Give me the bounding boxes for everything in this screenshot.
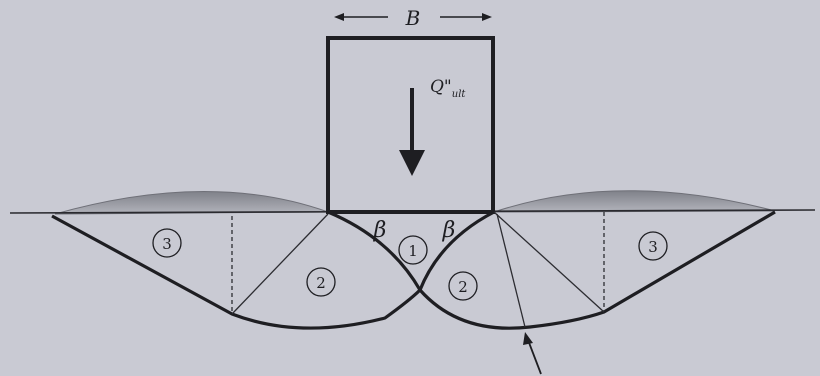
footing: [326, 36, 495, 214]
pointer-arrow: [523, 332, 542, 375]
failure-surface: [51, 210, 776, 330]
zone-2-right-label: 2: [458, 278, 468, 296]
beta-left-label: β: [373, 218, 387, 243]
zone-1-label: 1: [408, 242, 418, 260]
zone-3-right-marker: 3: [638, 231, 668, 261]
zone-3-right-label: 3: [648, 238, 658, 256]
load-subscript: ult: [452, 89, 467, 100]
width-label: B: [405, 6, 421, 30]
right-heave: [493, 190, 776, 213]
zone-1-marker: 1: [398, 235, 428, 265]
zone-2-right-marker: 2: [448, 271, 478, 301]
zone-dashed-lines: [231, 212, 605, 313]
beta-right-label: β: [442, 218, 456, 243]
left-heave: [54, 191, 329, 215]
zone-2-left-marker: 2: [306, 267, 336, 297]
load-label: Q"ult: [430, 77, 466, 100]
zone-boundaries: [231, 211, 605, 328]
load-arrow: [399, 88, 425, 176]
zone-2-left-label: 2: [316, 274, 326, 292]
zone-3-left-marker: 3: [152, 228, 182, 258]
zone-3-left-label: 3: [162, 235, 172, 253]
width-dimension: [334, 13, 492, 21]
